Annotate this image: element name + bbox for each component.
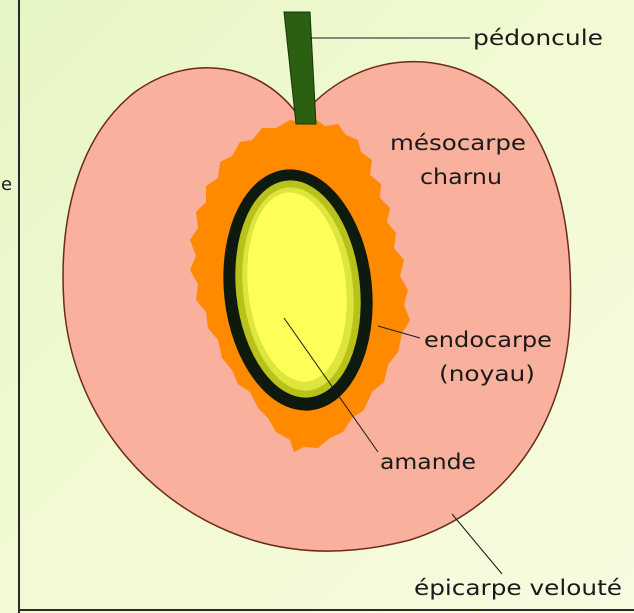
label-amande: amande	[380, 450, 476, 474]
label-charnu: charnu	[420, 165, 502, 189]
label-epicarpe: épicarpe velouté	[414, 576, 622, 600]
label-mesocarpe: mésocarpe	[390, 131, 526, 155]
left-edge-glyph: e	[1, 174, 12, 195]
leader-epicarpe	[452, 514, 502, 574]
label-endocarpe: endocarpe	[424, 328, 552, 352]
label-noyau: (noyau)	[439, 362, 535, 386]
label-pedoncule: pédoncule	[473, 26, 603, 50]
